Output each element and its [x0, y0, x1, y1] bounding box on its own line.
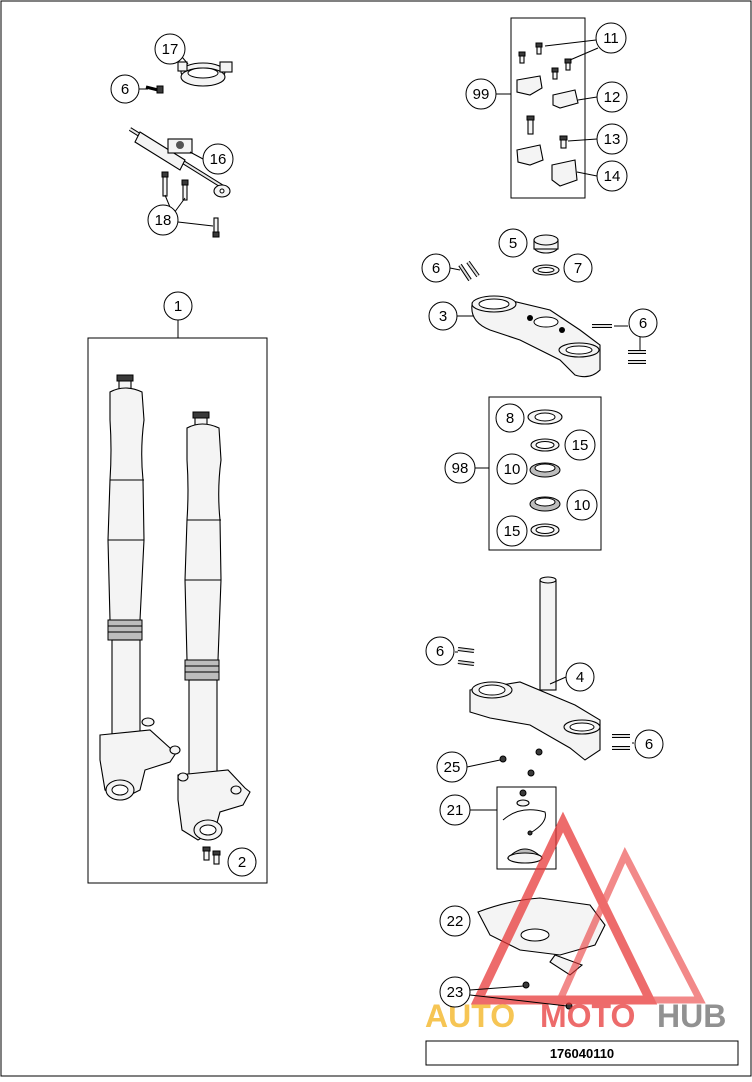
callout-label: 14 — [604, 168, 621, 185]
callout-5: 5 — [498, 228, 528, 258]
watermark-text-auto: AUTO — [425, 998, 515, 1034]
callout-label: 12 — [604, 89, 621, 106]
callout-6: 6 — [421, 253, 451, 283]
callout-label: 25 — [444, 759, 461, 776]
watermark-text-moto: MOTO — [540, 998, 635, 1034]
screws-2 — [202, 846, 221, 865]
callout-label: 21 — [447, 802, 464, 819]
callout-99: 99 — [465, 78, 497, 110]
bearing-group-98 — [527, 409, 563, 537]
callout-1: 1 — [163, 291, 193, 321]
callout-label: 11 — [603, 30, 619, 47]
drawing-number: 176040110 — [550, 1046, 614, 1061]
callout-15: 15 — [564, 429, 596, 461]
fork-leg-right — [177, 411, 251, 841]
callout-label: 15 — [504, 523, 521, 540]
washer-7 — [532, 264, 560, 276]
fork-leg-left — [99, 374, 181, 801]
callout-label: 7 — [574, 260, 582, 277]
drawing-number-box — [425, 1040, 739, 1066]
callout-25: 25 — [436, 751, 468, 783]
callout-12: 12 — [596, 81, 628, 113]
upper-triple-clamp-3 — [471, 295, 601, 378]
callout-label: 23 — [447, 984, 464, 1001]
callout-label: 5 — [509, 235, 517, 252]
callout-label: 99 — [473, 86, 490, 103]
leader-lines — [139, 39, 641, 1007]
screws-6-lower-right — [612, 734, 630, 750]
callout-label: 2 — [238, 854, 246, 871]
callout-label: 4 — [576, 669, 584, 686]
callout-13: 13 — [596, 123, 628, 155]
callout-label: 10 — [504, 461, 521, 478]
callout-11: 11 — [595, 22, 627, 54]
screws-6-clamp3 — [592, 324, 646, 364]
callout-label: 15 — [572, 437, 589, 454]
screw-6-top — [145, 85, 164, 94]
callout-98: 98 — [444, 452, 476, 484]
small-screws-25 — [499, 748, 543, 777]
callout-label: 13 — [604, 131, 621, 148]
lower-triple-clamp-4 — [469, 576, 601, 761]
group-box-99 — [510, 17, 586, 199]
callout-label: 98 — [452, 460, 469, 477]
callout-label: 8 — [506, 410, 514, 427]
callout-6: 6 — [634, 729, 664, 759]
callout-label: 17 — [162, 41, 179, 58]
callout-6: 6 — [110, 74, 140, 104]
callout-label: 10 — [574, 497, 591, 514]
callout-label: 18 — [155, 212, 172, 229]
screws-18 — [161, 171, 220, 238]
callout-label: 1 — [174, 298, 182, 315]
callout-4: 4 — [565, 662, 595, 692]
watermark-logo: AUTO MOTO HUB — [425, 811, 726, 1034]
screws-6-upper — [458, 260, 480, 282]
callout-2: 2 — [227, 847, 257, 877]
callout-15: 15 — [496, 515, 528, 547]
callout-23: 23 — [439, 976, 471, 1008]
callout-7: 7 — [563, 253, 593, 283]
callout-label: 6 — [436, 643, 444, 660]
group-box-98 — [488, 396, 602, 551]
callout-label: 6 — [432, 260, 440, 277]
damper-clamp-17 — [177, 61, 233, 87]
callout-3: 3 — [428, 301, 458, 331]
callout-label: 6 — [639, 315, 647, 332]
nut-5 — [533, 234, 559, 254]
group-99-parts — [516, 42, 579, 187]
callout-label: 16 — [210, 151, 227, 168]
callout-6: 6 — [628, 308, 658, 338]
callout-6: 6 — [425, 636, 455, 666]
callout-18: 18 — [147, 204, 179, 236]
callout-8: 8 — [495, 403, 525, 433]
callout-21: 21 — [439, 794, 471, 826]
callout-label: 3 — [439, 308, 447, 325]
group-21-parts — [502, 789, 546, 864]
callout-label: 22 — [447, 913, 464, 930]
watermark-text-hub: HUB — [657, 998, 726, 1034]
callout-label: 6 — [121, 81, 129, 98]
callout-label: 6 — [645, 736, 653, 753]
callout-22: 22 — [439, 905, 471, 937]
callout-16: 16 — [202, 143, 234, 175]
callout-17: 17 — [154, 33, 186, 65]
callout-10: 10 — [566, 489, 598, 521]
callout-14: 14 — [596, 160, 628, 192]
screws-6-lower-left — [457, 647, 475, 666]
steering-damper-16 — [128, 127, 231, 198]
callout-10: 10 — [496, 453, 528, 485]
